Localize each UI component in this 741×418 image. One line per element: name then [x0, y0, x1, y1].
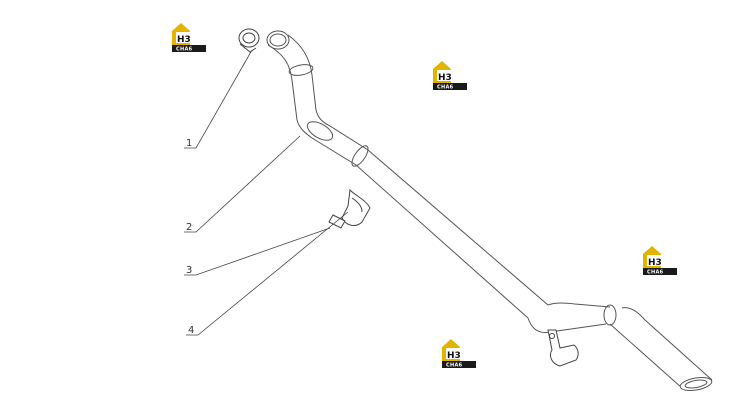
svg-text:H3: H3 — [177, 35, 191, 45]
callout-1: 1 — [186, 138, 192, 149]
callout-3: 3 — [186, 265, 192, 276]
svg-text:H3: H3 — [438, 73, 452, 83]
leader-lines — [184, 49, 349, 336]
svg-text:CHA6: CHA6 — [446, 363, 463, 369]
watermark-logo-3: H3 CHA6 — [643, 246, 677, 276]
watermark-logo-4: H3 CHA6 — [442, 339, 476, 369]
callout-2: 2 — [186, 222, 192, 233]
bracket-clamp-loose — [328, 188, 371, 229]
svg-text:H3: H3 — [447, 351, 461, 361]
svg-text:CHA6: CHA6 — [176, 47, 193, 53]
bracket-clamp-mounted — [547, 329, 579, 367]
exhaust-pipe — [266, 30, 713, 392]
callout-4: 4 — [188, 325, 194, 336]
callout-labels: 1 2 3 4 — [186, 138, 194, 336]
hose-clamp-top — [238, 28, 260, 53]
svg-text:CHA6: CHA6 — [647, 270, 664, 276]
watermark-logo-1: H3 CHA6 — [172, 23, 206, 53]
watermark-logo-2: H3 CHA6 — [433, 61, 467, 91]
svg-text:CHA6: CHA6 — [437, 85, 454, 91]
svg-text:H3: H3 — [648, 258, 662, 268]
